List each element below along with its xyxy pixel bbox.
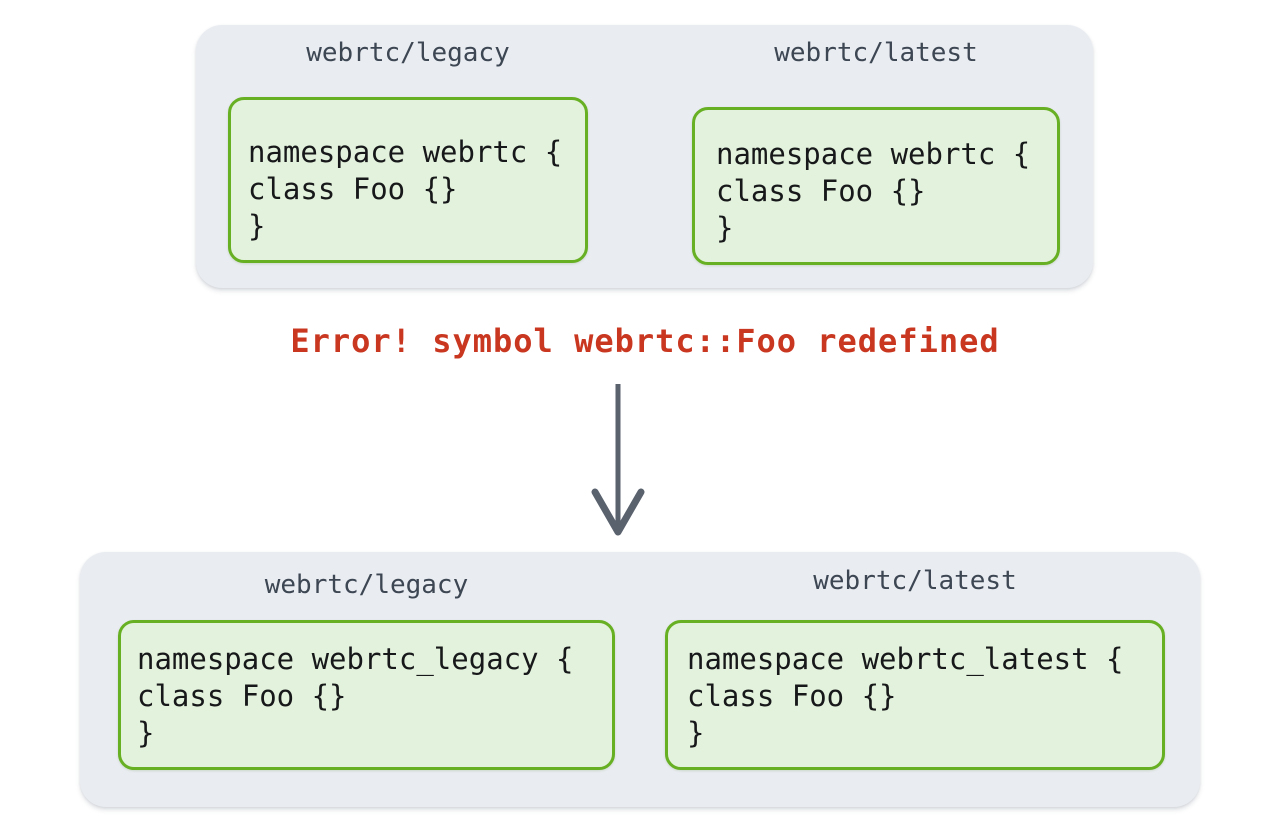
before-code-box-legacy xyxy=(228,97,588,263)
after-code-legacy: namespace webrtc_legacy { class Foo {} } xyxy=(137,642,574,750)
after-code-box-latest xyxy=(665,620,1165,770)
before-code-legacy: namespace webrtc { class Foo {} } xyxy=(248,135,563,243)
before-column-legacy-header: webrtc/legacy xyxy=(306,38,510,68)
down-arrow-icon xyxy=(591,384,645,536)
before-code-latest: namespace webrtc { class Foo {} } xyxy=(716,137,1031,245)
before-column-latest-header: webrtc/latest xyxy=(774,38,978,68)
after-code-box-legacy xyxy=(118,620,615,770)
after-column-latest-header: webrtc/latest xyxy=(813,566,1017,596)
error-message: Error! symbol webrtc::Foo redefined xyxy=(290,322,1000,360)
before-code-box-latest xyxy=(692,107,1060,265)
after-code-latest: namespace webrtc_latest { class Foo {} } xyxy=(687,642,1124,750)
after-column-legacy-header: webrtc/legacy xyxy=(264,570,469,600)
